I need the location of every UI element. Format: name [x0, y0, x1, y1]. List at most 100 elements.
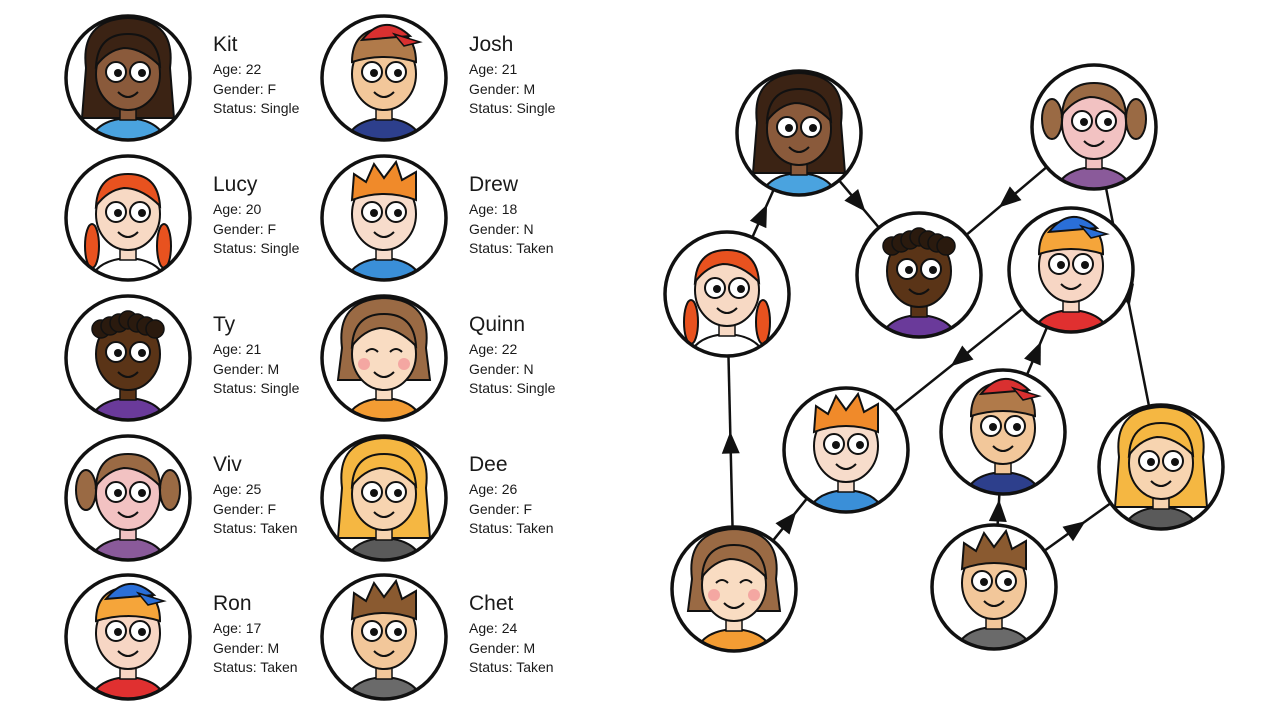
person-name: Josh: [469, 33, 514, 56]
person-gender: Gender: F: [213, 80, 277, 97]
graph-node-drew: [782, 386, 910, 514]
person-age: Age: 26: [469, 481, 518, 497]
person-name: Drew: [469, 173, 519, 196]
person-age: Age: 21: [213, 341, 262, 357]
avatar-josh: [320, 14, 448, 142]
person-status: Status: Single: [213, 380, 300, 396]
arrowhead: [1024, 341, 1041, 366]
edge-chet-to-josh: [988, 494, 1007, 525]
person-gender: Gender: N: [469, 220, 534, 237]
person-name: Ron: [213, 592, 252, 615]
avatar-quinn: [320, 294, 448, 422]
person-status: Status: Taken: [469, 240, 554, 256]
person-status: Status: Taken: [469, 659, 554, 675]
person-status: Status: Single: [469, 380, 556, 396]
arrowhead: [950, 345, 974, 367]
arrowhead: [1062, 521, 1086, 542]
graph-node-quinn: [670, 525, 798, 653]
graph-node-josh: [939, 368, 1067, 496]
person-age: Age: 25: [213, 481, 262, 497]
edge-quinn-to-drew: [772, 498, 808, 541]
person-gender: Gender: M: [469, 80, 536, 97]
person-name: Dee: [469, 453, 508, 476]
edge-lucy-to-kit: [749, 190, 775, 237]
edge-chet-to-dee: [1044, 502, 1111, 552]
arrowhead: [775, 511, 797, 535]
person-age: Age: 24: [469, 620, 518, 636]
person-gender: Gender: F: [469, 500, 533, 517]
person-gender: Gender: M: [469, 639, 536, 656]
person-age: Age: 21: [469, 61, 518, 77]
arrowhead: [988, 499, 1007, 523]
person-gender: Gender: F: [213, 500, 277, 517]
person-name: Lucy: [213, 173, 258, 196]
avatar-ron: [64, 573, 192, 701]
person-age: Age: 17: [213, 620, 262, 636]
person-name: Chet: [469, 592, 514, 615]
person-status: Status: Single: [469, 100, 556, 116]
arrowhead: [721, 431, 740, 454]
person-gender: Gender: M: [213, 639, 280, 656]
graph-node-lucy: [663, 230, 791, 358]
edge-josh-to-ron: [1024, 327, 1048, 375]
graph-nodes: [663, 63, 1225, 653]
person-name: Ty: [213, 313, 236, 336]
graph-node-viv: [1030, 63, 1158, 191]
avatar-ty: [64, 294, 192, 422]
person-gender: Gender: F: [213, 220, 277, 237]
graph-node-chet: [930, 523, 1058, 651]
graph-node-ron: [1007, 206, 1135, 334]
edge-viv-to-ty: [966, 166, 1047, 236]
arrowhead: [844, 189, 866, 212]
graph-node-dee: [1097, 403, 1225, 531]
person-age: Age: 18: [469, 201, 518, 217]
person-name: Viv: [213, 453, 242, 476]
avatar-drew: [320, 154, 448, 282]
avatar-chet: [320, 573, 448, 701]
person-gender: Gender: N: [469, 360, 534, 377]
person-status: Status: Single: [213, 240, 300, 256]
person-status: Status: Taken: [213, 659, 298, 675]
person-age: Age: 22: [213, 61, 262, 77]
edge-kit-to-ty: [838, 180, 880, 228]
person-status: Status: Taken: [213, 520, 298, 536]
person-name: Kit: [213, 33, 238, 56]
edge-quinn-to-lucy: [721, 356, 740, 527]
arrowhead: [749, 204, 768, 229]
avatar-lucy: [64, 154, 192, 282]
graph-node-ty: [855, 211, 983, 339]
person-name: Quinn: [469, 313, 526, 336]
person-age: Age: 20: [213, 201, 262, 217]
edge-ron-to-drew: [894, 308, 1023, 412]
avatar-viv: [64, 434, 192, 562]
person-age: Age: 22: [469, 341, 518, 357]
avatar-kit: [64, 14, 192, 142]
person-status: Status: Single: [213, 100, 300, 116]
person-status: Status: Taken: [469, 520, 554, 536]
relationship-graph: [663, 63, 1225, 653]
avatar-dee: [320, 434, 448, 562]
person-gender: Gender: M: [213, 360, 280, 377]
graph-node-kit: [735, 69, 863, 197]
